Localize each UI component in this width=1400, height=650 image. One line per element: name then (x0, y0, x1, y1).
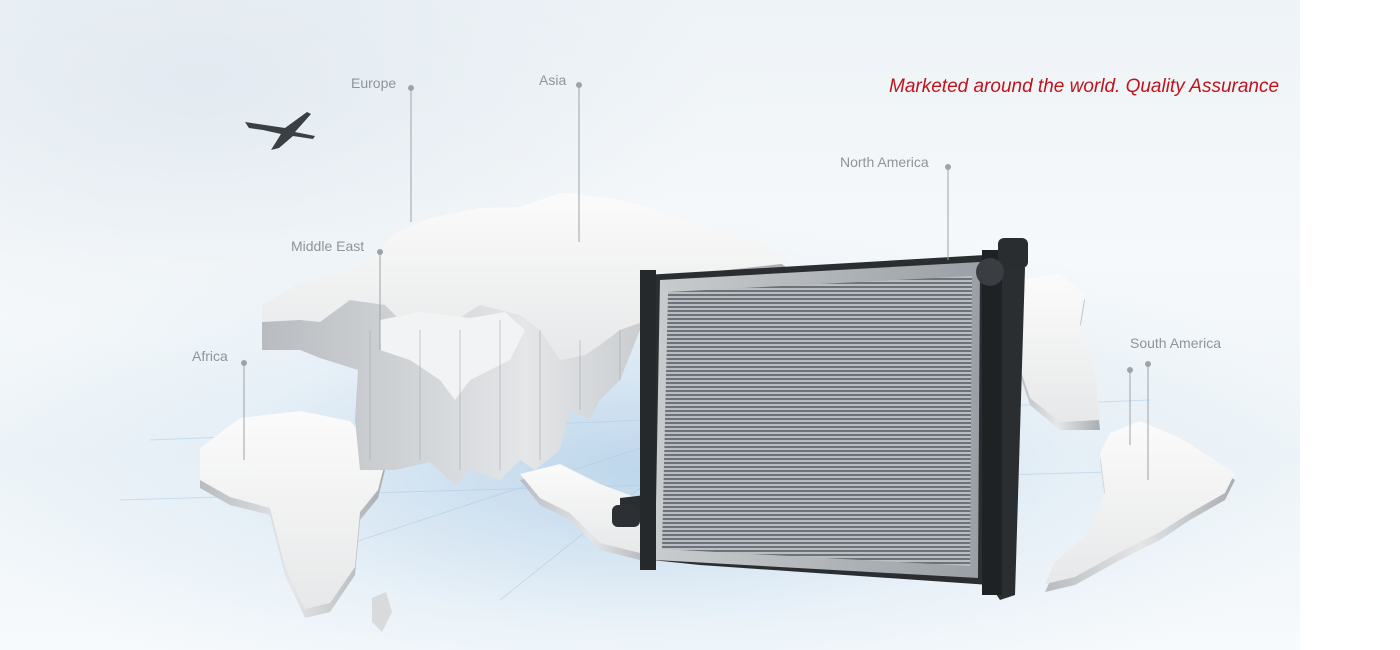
radiator-image (612, 238, 1028, 600)
continent-africa (200, 411, 392, 632)
region-label-asia: Asia (539, 72, 567, 88)
region-label-africa: Africa (192, 348, 228, 364)
continent-eurasia (262, 193, 790, 560)
hero-banner: Marketed around the world. Quality Assur… (0, 0, 1300, 650)
region-label-middle-east: Middle East (291, 238, 365, 254)
region-label-south-america: South America (1130, 335, 1222, 351)
region-pointers (241, 82, 1151, 480)
world-map-image (119, 82, 1235, 632)
continent-north-america (1015, 274, 1100, 430)
region-label-europe: Europe (351, 75, 397, 91)
airplane-icon (245, 112, 315, 150)
continent-south-america (1045, 421, 1235, 592)
region-label-north-america: North America (840, 154, 929, 170)
tagline: Marketed around the world. Quality Assur… (889, 76, 1280, 97)
